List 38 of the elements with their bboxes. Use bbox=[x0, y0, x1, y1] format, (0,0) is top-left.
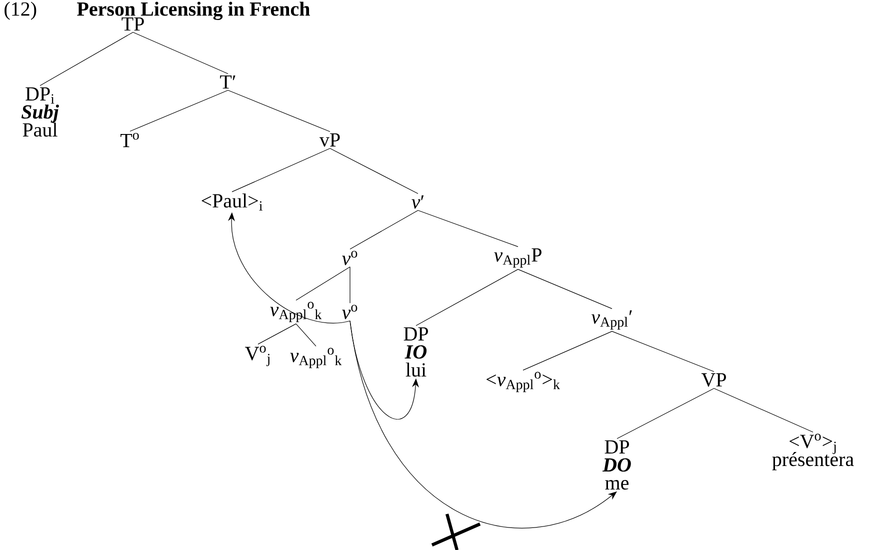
tree-label: VP bbox=[701, 373, 726, 387]
tree-label: v$^{o}$ bbox=[342, 250, 358, 266]
tree-label: TP bbox=[122, 17, 144, 31]
tree-branch bbox=[612, 331, 714, 372]
tree-label: <V$^{o}$>$_{j}$ présentera bbox=[772, 434, 854, 470]
tree-branch bbox=[350, 210, 418, 250]
tree-branch bbox=[518, 269, 612, 310]
tree-label: v$_{Appl}$′ bbox=[591, 310, 632, 330]
tree-branch bbox=[132, 32, 228, 74]
tree-label: v$_{Appl}$ok bbox=[290, 348, 342, 368]
tree-branch bbox=[232, 148, 330, 192]
tree-label: T′ bbox=[220, 75, 236, 89]
tree-branch bbox=[296, 324, 316, 346]
tree-label: v$_{Appl}$ok bbox=[270, 302, 322, 322]
example-number: (12) bbox=[4, 2, 36, 20]
tree-label: DP$_{i}$ Subj Paul bbox=[21, 87, 59, 137]
tree-label: v$^{o}$ bbox=[342, 304, 358, 320]
tree-label: <v$_{Appl}$$^{o}$>$_{k}$ bbox=[486, 372, 560, 392]
tree-branch bbox=[258, 324, 296, 344]
tree-branch bbox=[522, 331, 612, 370]
tree-branch bbox=[130, 90, 228, 132]
tree-label: v′ bbox=[412, 195, 424, 209]
tree-label: DP IO lui bbox=[404, 327, 428, 377]
tree-label: V$^{o}$j bbox=[245, 346, 270, 366]
tree-label: <Paul>$_{i}$ bbox=[202, 194, 262, 210]
tree-branch bbox=[296, 266, 350, 300]
tree-label: vP bbox=[319, 133, 340, 147]
tree-branch bbox=[616, 388, 714, 439]
tree-label: T$^{o}$ bbox=[120, 132, 139, 148]
tree-branch bbox=[330, 148, 418, 194]
tree-branch bbox=[228, 90, 330, 132]
tree-branch bbox=[416, 269, 518, 326]
movement-arrow bbox=[350, 320, 617, 528]
tree-label: DP DO me bbox=[602, 440, 631, 490]
tree-label: v$_{Appl}$P bbox=[494, 248, 542, 268]
tree-branch bbox=[714, 388, 814, 432]
tree-branch bbox=[418, 210, 518, 248]
tree-branch bbox=[40, 32, 134, 86]
